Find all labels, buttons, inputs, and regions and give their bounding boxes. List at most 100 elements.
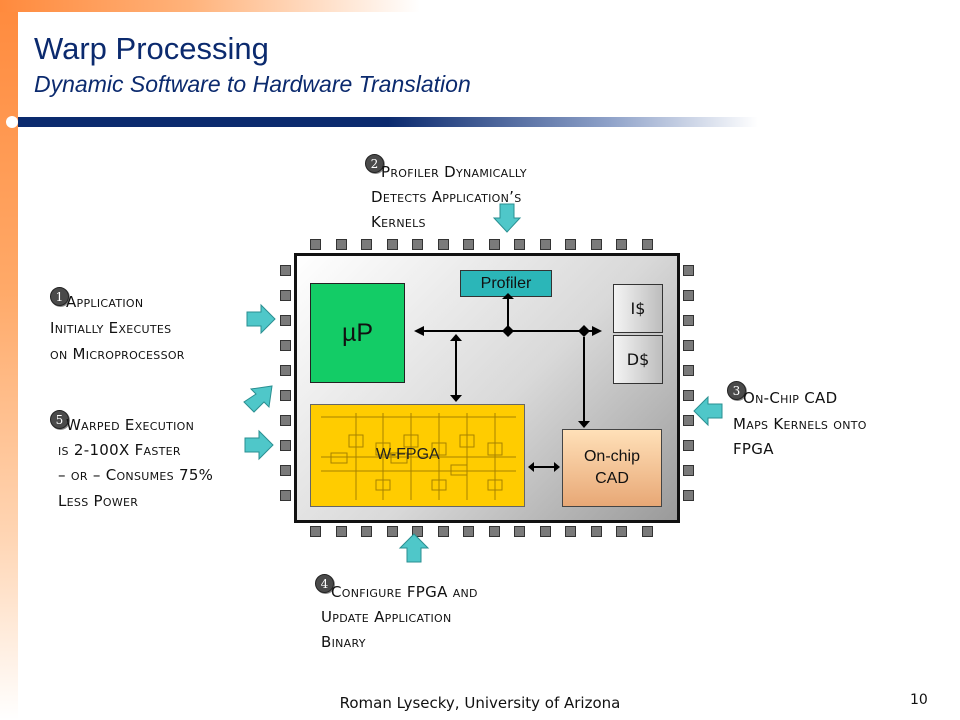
slide-title: Warp Processing (34, 31, 269, 66)
data-cache-block: D$ (613, 335, 663, 384)
instruction-cache-block: I$ (613, 284, 663, 333)
chip-pin-right (683, 290, 694, 301)
fpga-logic-graphic (321, 413, 516, 500)
step3-line3: FPGA (733, 440, 774, 458)
chip-pin-bottom (488, 526, 500, 537)
chip-pin-top (539, 239, 551, 250)
cad-label-line2: CAD (595, 470, 629, 487)
chip-pin-top (437, 239, 449, 250)
bus-fpga-arrowhead-down (450, 395, 462, 402)
chip-pin-bottom (590, 526, 602, 537)
step5-line4: Less Power (58, 492, 139, 510)
step2-arrow (492, 203, 522, 233)
chip-pin-bottom (616, 526, 627, 537)
step3-arrow (693, 395, 723, 427)
chip-pin-left (280, 490, 291, 501)
chip-pin-bottom (412, 526, 423, 537)
chip-pin-bottom (310, 526, 321, 537)
microprocessor-block: µP (310, 283, 405, 383)
chip-pin-bottom (514, 526, 525, 537)
slide-page-number: 10 (910, 692, 928, 708)
chip-pin-bottom (539, 526, 551, 537)
chip-pin-bottom (565, 526, 576, 537)
step2-line3: Kernels (371, 213, 426, 231)
chip-pin-right (683, 465, 694, 476)
step3-line2: Maps Kernels onto (733, 415, 867, 433)
chip-pin-right (683, 490, 694, 501)
profiler-arrowhead (502, 293, 514, 299)
step1-line3: on Microprocessor (50, 345, 185, 363)
step4-line3: Binary (321, 633, 366, 651)
chip-pin-left (280, 290, 291, 301)
fpga-cad-arrowhead-left (528, 462, 534, 472)
step2-line1: Profiler Dynamically (381, 163, 527, 181)
wfpga-block (310, 404, 525, 507)
chip-pin-left (280, 315, 291, 326)
chip-pin-left (280, 365, 291, 376)
chip-pin-top (514, 239, 525, 250)
title-rule (18, 117, 758, 127)
step1-line2: Initially Executes (50, 319, 172, 337)
step1-badge: 1 (50, 287, 69, 306)
fpga-cad-arrowhead-right (554, 462, 560, 472)
wfpga-label: W-FPGA (376, 446, 440, 463)
chip-pin-bottom (386, 526, 398, 537)
chip-pin-left (280, 415, 291, 426)
chip-pin-bottom (335, 526, 347, 537)
step5-line1: Warped Execution (66, 416, 195, 434)
chip-pin-left (280, 465, 291, 476)
chip-pin-bottom (463, 526, 474, 537)
chip-pin-right (683, 265, 694, 276)
step2-badge: 2 (365, 154, 384, 173)
chip-pin-top (310, 239, 321, 250)
chip-pin-top (386, 239, 398, 250)
step5-line3: – or – Consumes 75% (58, 466, 214, 484)
slide-footer: Roman Lysecky, University of Arizona (339, 694, 621, 712)
slide-corner-band (0, 0, 18, 720)
on-chip-cad-block: On-chip CAD (562, 429, 662, 507)
chip-pin-bottom (361, 526, 372, 537)
profiler-block: Profiler (460, 270, 552, 297)
step4-line1: Configure FPGA and (331, 583, 478, 601)
chip-pin-right (683, 340, 694, 351)
chip-pin-top (335, 239, 347, 250)
step3-line1: On-Chip CAD (743, 389, 838, 407)
chip-pin-left (280, 440, 291, 451)
step1-arrow (246, 303, 276, 335)
chip-pin-top (565, 239, 576, 250)
step4-badge: 4 (315, 574, 334, 593)
bus-to-cad-arrowhead (578, 421, 590, 428)
step5-badge: 5 (50, 410, 69, 429)
bus-fpga-arrowhead-up (450, 334, 462, 341)
chip-pin-top (590, 239, 602, 250)
title-rule-dot (6, 116, 18, 128)
chip-pin-left (280, 265, 291, 276)
chip-pin-bottom (641, 526, 653, 537)
chip-pin-right (683, 390, 694, 401)
step5-arrow (244, 429, 274, 461)
chip-pin-top (488, 239, 500, 250)
profiler-bus-node (502, 325, 514, 337)
step3-badge: 3 (727, 381, 746, 400)
chip-pin-top (616, 239, 627, 250)
chip-pin-top (641, 239, 653, 250)
chip-pin-right (683, 415, 694, 426)
chip-pin-top (412, 239, 423, 250)
diagonal-arrow (243, 385, 273, 413)
step4-arrow (398, 533, 430, 563)
chip-pin-right (683, 315, 694, 326)
step2-line2: Detects Application’s (371, 188, 522, 206)
step4-line2: Update Application (321, 608, 452, 626)
cad-bus-node (578, 325, 590, 337)
chip-pin-right (683, 440, 694, 451)
chip-pin-top (463, 239, 474, 250)
chip-pin-bottom (437, 526, 449, 537)
chip-pin-left (280, 340, 291, 351)
chip-pin-left (280, 390, 291, 401)
step5-line2: is 2-100X Faster (58, 441, 181, 459)
slide-top-band (0, 0, 420, 12)
cad-label-line1: On-chip (583, 448, 641, 465)
chip-pin-top (361, 239, 372, 250)
chip-pin-right (683, 365, 694, 376)
